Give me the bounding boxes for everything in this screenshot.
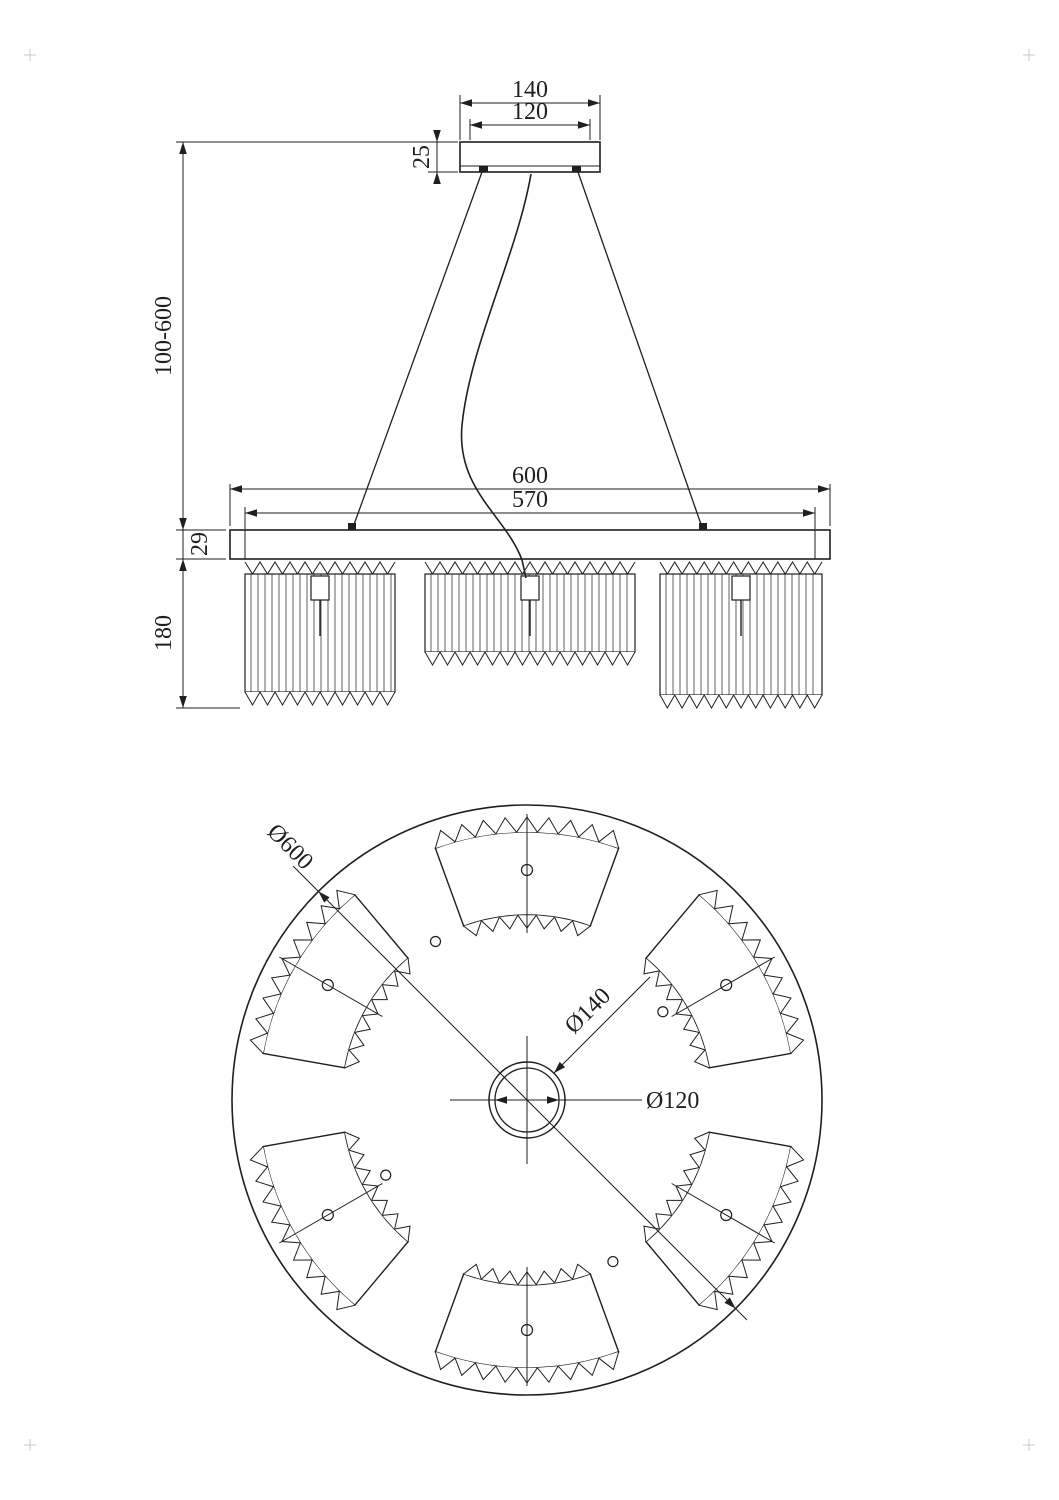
dim-canopy-outer-width: 140 <box>512 77 548 103</box>
mounting-hole <box>429 935 442 948</box>
dim-ring-inner-diameter: 570 <box>512 487 548 513</box>
mounting-hole <box>657 1006 669 1018</box>
ceiling-canopy <box>459 141 601 173</box>
power-cord <box>460 173 532 579</box>
shade-segment <box>434 814 620 937</box>
lamp-socket <box>731 575 751 601</box>
segment-screw <box>720 1208 733 1222</box>
segment-screw <box>321 978 334 992</box>
crystal-shades-side <box>244 561 823 710</box>
lamp-socket <box>520 575 540 601</box>
corner-registration-marks <box>24 49 1035 1451</box>
segment-screw <box>520 1323 534 1337</box>
shade-segment <box>643 889 805 1069</box>
hub-leader-line <box>553 976 651 1074</box>
segment-screw <box>720 978 733 992</box>
segment-screw <box>321 1208 334 1222</box>
dim-suspension-length: 100-600 <box>151 296 177 376</box>
shade-segment <box>643 1131 805 1311</box>
lamp-socket <box>310 575 330 601</box>
dimension-arrowheads <box>179 99 830 1309</box>
dimension-lines-side <box>176 95 831 709</box>
diameter-diagonal-line <box>292 865 748 1321</box>
outer-frame-circle <box>231 804 823 1396</box>
dim-hub-outer-diameter: Ø140 <box>560 983 616 1039</box>
frame-ring-side <box>229 523 831 560</box>
crystal-shade-side <box>659 561 823 710</box>
side-elevation-view: 140 120 25 100-600 29 180 600 570 <box>151 77 831 710</box>
suspension-wires <box>351 171 704 531</box>
center-lines <box>450 1036 642 1164</box>
dim-ring-height: 29 <box>187 532 213 556</box>
dim-shade-height: 180 <box>151 615 177 651</box>
dim-hub-inner-diameter: Ø120 <box>646 1088 699 1114</box>
mounting-hole <box>607 1255 619 1268</box>
crystal-shade-side <box>244 561 396 707</box>
hub-outer-circle <box>488 1061 566 1139</box>
dim-ring-outer-diameter: 600 <box>512 463 548 489</box>
shade-segment <box>249 889 411 1069</box>
shade-segment <box>434 1263 620 1386</box>
dim-canopy-inner-width: 120 <box>512 99 548 125</box>
shade-segment <box>249 1131 411 1311</box>
mounting-hole <box>380 1169 392 1181</box>
crystal-shade-side <box>424 561 636 667</box>
crystal-shade-segments <box>249 814 805 1386</box>
dim-canopy-height: 25 <box>409 145 435 169</box>
segment-screw <box>520 863 534 877</box>
dim-overall-diameter: Ø600 <box>262 819 318 875</box>
